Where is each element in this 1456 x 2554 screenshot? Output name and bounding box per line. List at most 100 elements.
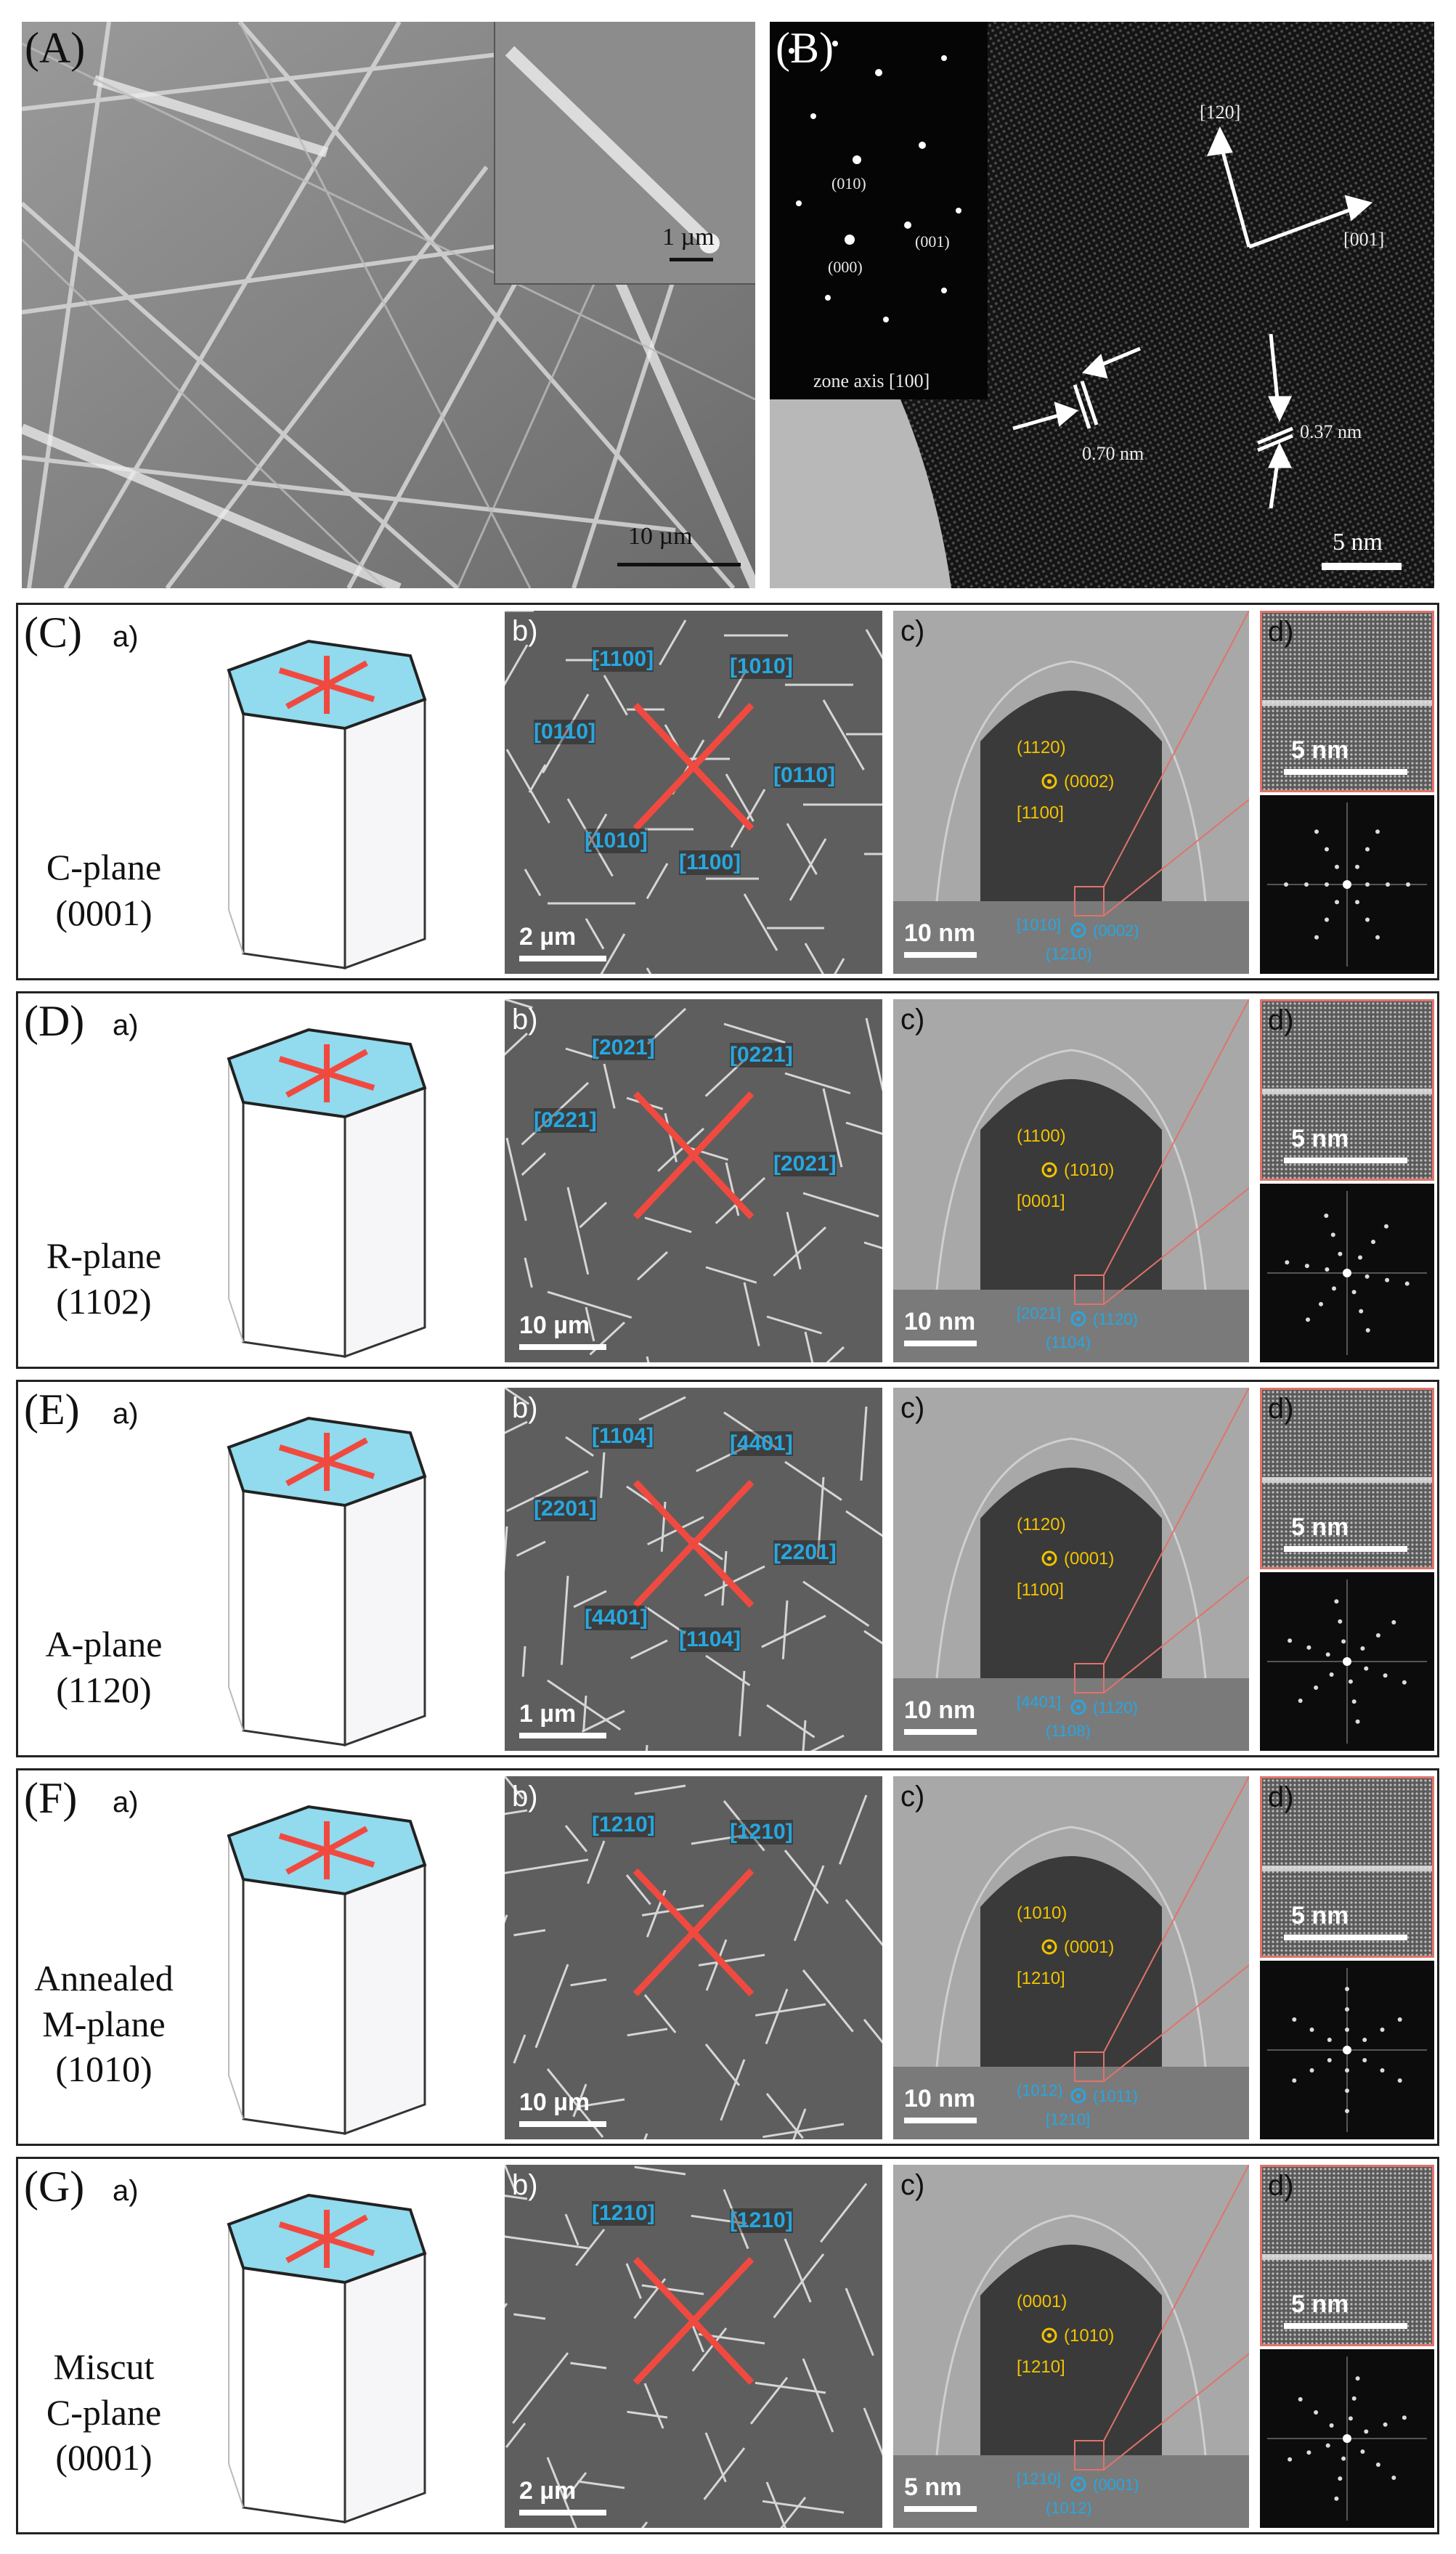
sub-label-d: d) [1268, 1004, 1294, 1036]
inset-scale-label: 1 µm [662, 224, 715, 251]
plane-label: C-plane(0001) [24, 845, 184, 935]
tem-yellow-label: (1120) [1017, 1515, 1066, 1534]
direction-label: [1104] [592, 1424, 654, 1449]
direction-label: [1210] [730, 1820, 793, 1845]
sem-scale-bar [519, 1344, 606, 1350]
zoom-scale-bar [1284, 1546, 1407, 1552]
sem-scale-label: 1 µm [519, 1700, 577, 1728]
sem-scale-label: 2 µm [519, 2477, 577, 2505]
direction-label: [1010] [585, 829, 648, 853]
direction-label: [0221] [730, 1043, 793, 1067]
sem-wire-texture [505, 1776, 882, 2139]
sub-label-a: a) [113, 2175, 139, 2207]
panel-b-scale-bar [1322, 563, 1402, 570]
tem-scale-bar [904, 1729, 977, 1735]
fft-pattern [1260, 1961, 1434, 2139]
fft-pattern [1260, 1184, 1434, 1362]
lattice-zoom [1262, 613, 1432, 790]
tem-scale-label: 10 nm [904, 919, 976, 947]
sem-scale-label: 2 µm [519, 923, 577, 951]
tem-yellow-label: [1210] [1017, 2357, 1065, 2377]
diffraction-spots [789, 41, 961, 322]
tem-particle [893, 999, 1249, 1362]
direction-label: [2021] [773, 1152, 837, 1176]
zoom-scale-label: 5 nm [1291, 1125, 1349, 1152]
row-label: (F) [24, 1774, 78, 1822]
direction-label: [2201] [773, 1540, 837, 1565]
zoom-scale-label: 5 nm [1291, 2290, 1349, 2318]
tem-yellow-label: (0001) [1064, 1549, 1115, 1569]
zoom-scale-label: 5 nm [1291, 736, 1349, 764]
direction-label: [1010] [730, 654, 793, 679]
panel-a-sem-image: 1 µm 10 µm [22, 22, 755, 588]
plane-label-line: R-plane [46, 1235, 162, 1276]
fft-spots [1267, 1579, 1427, 1744]
sem-wire-texture [505, 1388, 882, 1751]
tem-yellow-label: (1010) [1017, 1903, 1067, 1923]
tem-particle [893, 1776, 1249, 2139]
plane-label-line: (1120) [56, 1669, 152, 1710]
tem-yellow-label: (1100) [1017, 1126, 1066, 1146]
panel-b-label: (B) [776, 24, 834, 72]
tem-yellow-label: (1010) [1064, 2326, 1115, 2346]
sem-scale-bar [519, 2510, 606, 2516]
sub-label-c: c) [900, 1392, 925, 1424]
hrtem-zoom-d: d)5 nm [1260, 1388, 1434, 1569]
tem-yellow-label: (0001) [1064, 1937, 1115, 1957]
plane-label-line: Miscut [53, 2346, 155, 2387]
sub-label-a: a) [113, 621, 139, 653]
lattice-zoom [1262, 1778, 1432, 1956]
crystal-schematic [227, 639, 427, 970]
row-label: (C) [24, 609, 82, 656]
tem-cyan-label: (1011) [1093, 2087, 1138, 2105]
plane-label-line: Annealed [34, 1958, 174, 1998]
tem-particle [893, 611, 1249, 974]
panel-b-scale-label: 5 nm [1333, 529, 1383, 556]
plane-label: A-plane(1120) [24, 1622, 184, 1712]
row-label: (D) [24, 997, 85, 1045]
hrtem-zoom-d: d) 5 nm [1260, 999, 1434, 1181]
plane-label-line: C-plane [46, 2391, 162, 2433]
direction-label: [1210] [592, 1813, 655, 1837]
sub-label-c: c) [900, 2169, 925, 2201]
sem-scale-label: 10 µm [519, 1311, 590, 1339]
tem-yellow-label: (0001) [1017, 2292, 1067, 2311]
direction-label: [1100] [592, 647, 654, 672]
zone-axis-label: zone axis [100] [813, 370, 930, 391]
plane-label-line: (0001) [55, 2437, 152, 2478]
direction-label: [1210] [730, 2208, 793, 2233]
sub-label-d: d) [1268, 616, 1294, 648]
sub-label-d: d) [1268, 2170, 1294, 2202]
tem-yellow-label: (0002) [1064, 772, 1115, 792]
sub-label-c: c) [900, 1004, 925, 1036]
spot-label-000: (000) [828, 258, 863, 276]
crystal-schematic [227, 1416, 427, 1747]
hrtem-zoom-d: d) 5 nm [1260, 2165, 1434, 2346]
plane-label-line: (1010) [55, 2049, 152, 2089]
tem-cyan-label: (0002) [1093, 922, 1139, 940]
panel-b-arrows [1012, 126, 1373, 509]
sub-label-b: b) [512, 615, 538, 647]
row-label: (E) [24, 1386, 80, 1433]
crystal-schematic [227, 1805, 427, 2136]
inset-nanowire [505, 46, 720, 253]
lattice-zoom [1262, 1390, 1432, 1567]
zoom-scale-bar [1284, 769, 1407, 775]
direction-label: [1100] [679, 850, 741, 875]
tem-cyan-label: [1210] [1017, 2470, 1062, 2488]
row-panel-d: (D)a) R-plane(1102) b)[2021][0221][0221]… [16, 991, 1439, 1369]
direction-label: [2201] [534, 1497, 597, 1521]
panel-a-scale-bar [617, 563, 741, 566]
direction-label: [2021] [592, 1036, 655, 1060]
tem-yellow-label: [0001] [1017, 1192, 1065, 1211]
spot-label-010: (010) [831, 174, 866, 192]
spacing-label-037: 0.37 nm [1300, 421, 1362, 442]
sub-label-b: b) [512, 1781, 538, 1813]
row-label: (G) [24, 2163, 85, 2211]
tem-cyan-label: (0001) [1093, 2476, 1139, 2494]
tem-cyan-label: (1104) [1046, 1333, 1091, 1351]
direction-label: [4401] [585, 1606, 648, 1630]
